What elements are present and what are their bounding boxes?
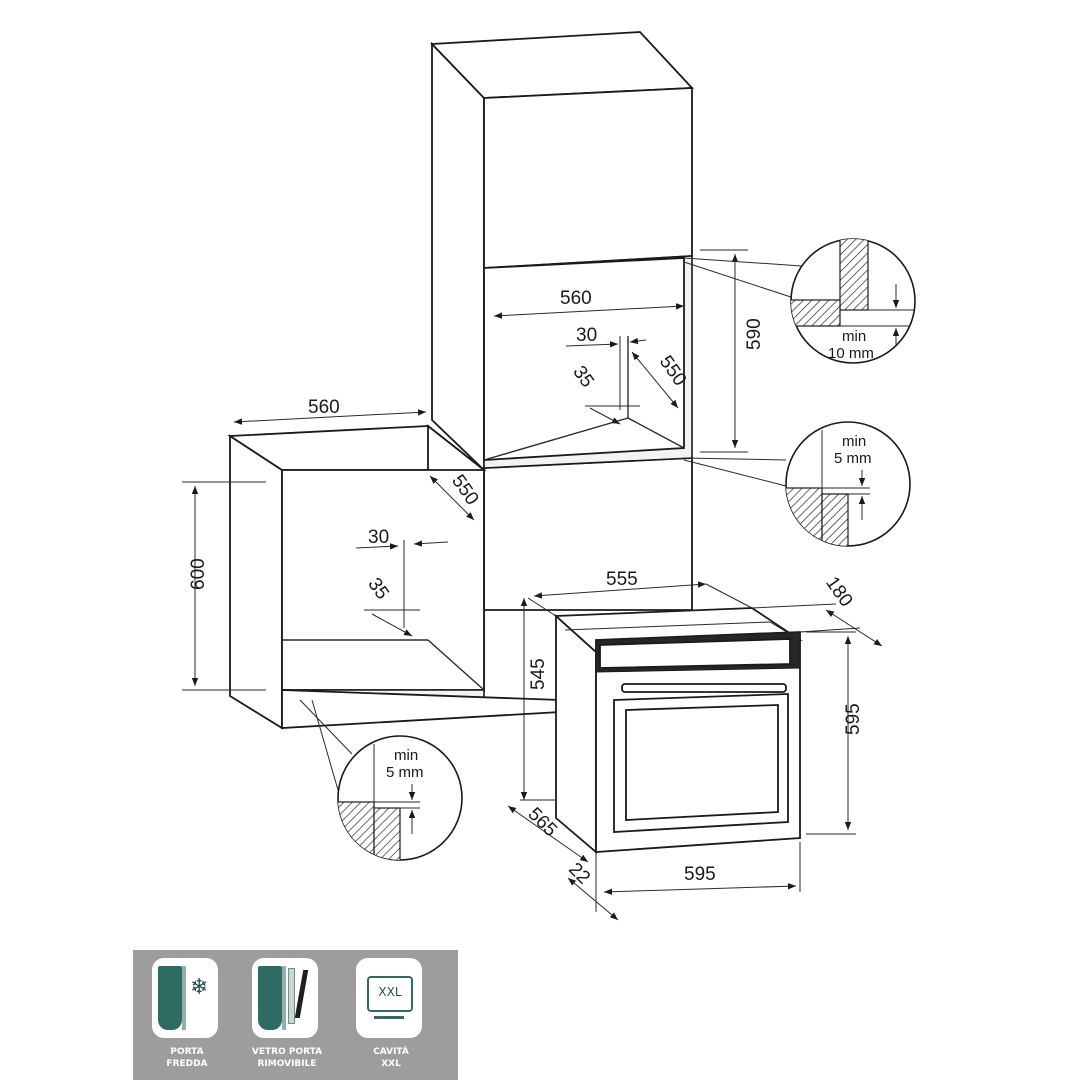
feature-cold-door-line2: FREDDA [166, 1059, 208, 1069]
detail-bottom-line1: min [394, 747, 418, 764]
glass-icon [252, 958, 318, 1038]
oven-body-height-label: 545 [528, 658, 549, 690]
xxl-icon: XXL [356, 958, 422, 1038]
oven-width-label: 595 [684, 864, 716, 885]
feature-removable-glass: VETRO PORTA RIMOVIBILE [241, 958, 333, 1080]
oven-front-label: 22 [564, 859, 594, 889]
base-height-label: 600 [188, 558, 209, 590]
detail-top-line1: min [842, 328, 866, 345]
base-gap-dim: 30 [355, 527, 449, 628]
feature-removable-glass-line2: RIMOVIBILE [257, 1059, 317, 1069]
base-width-dim: 560 [233, 397, 427, 425]
oven-width-dim: 595 [603, 842, 801, 895]
base-height-dim: 600 [182, 481, 266, 691]
oven-height-dim: 595 [806, 631, 864, 835]
feature-xxl-cavity-line1: CAVITÀ [373, 1047, 409, 1057]
detail-right-circle: min 5 mm [785, 421, 911, 547]
detail-bottom-circle: min 5 mm [337, 735, 463, 861]
oven-height-label: 595 [843, 703, 864, 735]
detail-top-line2: 10 mm [828, 345, 874, 362]
column-height-dim: 590 [700, 249, 765, 453]
column-gap-label: 30 [576, 325, 597, 346]
base-gap-label: 30 [368, 527, 389, 548]
detail-right-line2: 5 mm [834, 450, 872, 467]
feature-panel: ❄ PORTA FREDDA VETRO PORTA RIMOVIBILE XX… [133, 950, 458, 1080]
base-width-label: 560 [308, 397, 340, 418]
xxl-badge: XXL [378, 985, 402, 999]
base-cabinet [227, 424, 561, 730]
detail-top-circle: min 10 mm [790, 238, 916, 364]
oven-body-height-dim: 545 [520, 598, 556, 801]
feature-cold-door-label: PORTA FREDDA [135, 1046, 239, 1070]
feature-cold-door-line1: PORTA [170, 1047, 204, 1057]
feature-removable-glass-line1: VETRO PORTA [251, 1047, 323, 1057]
oven [553, 607, 803, 854]
feature-xxl-cavity-label: CAVITÀ XXL [339, 1046, 443, 1070]
column-gap-dim: 30 [565, 325, 647, 410]
oven-width-top-label: 555 [606, 569, 638, 590]
detail-right-line1: min [842, 433, 866, 450]
oven-width-top-dim: 555 [527, 569, 753, 617]
feature-removable-glass-label: VETRO PORTA RIMOVIBILE [235, 1046, 339, 1070]
oven-front-dim: 22 [564, 852, 619, 921]
column-height-label: 590 [744, 318, 765, 350]
feature-xxl-cavity: XXL CAVITÀ XXL [345, 958, 437, 1080]
snowflake-icon: ❄ [152, 958, 218, 1038]
feature-cold-door: ❄ PORTA FREDDA [141, 958, 233, 1080]
feature-xxl-cavity-line2: XXL [381, 1059, 401, 1069]
oven-depth-panel-label: 180 [821, 573, 856, 611]
detail-bottom-line2: 5 mm [386, 764, 424, 781]
column-width-label: 560 [560, 288, 592, 309]
column-width-dim: 560 [493, 288, 685, 319]
